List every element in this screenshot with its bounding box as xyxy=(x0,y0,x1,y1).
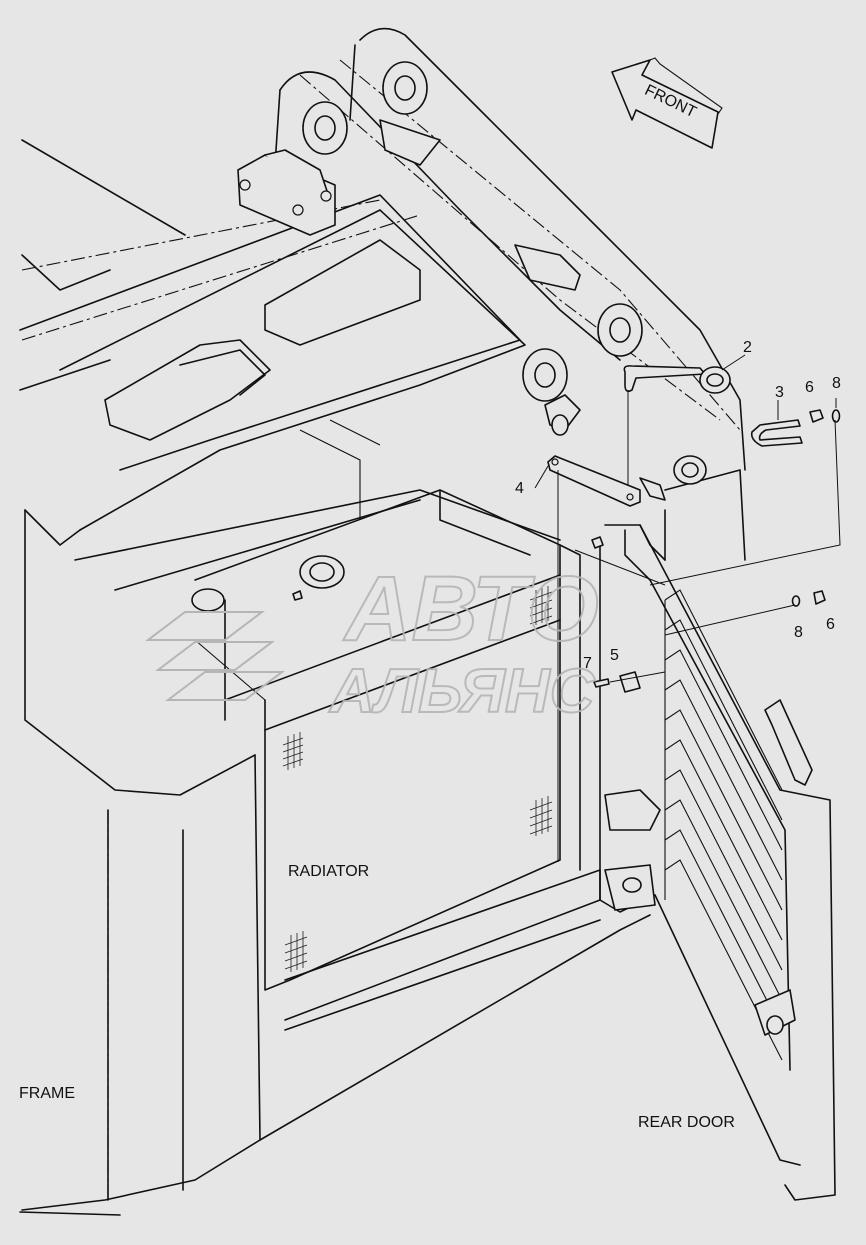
callout-8-mid: 8 xyxy=(794,624,803,641)
main-frame xyxy=(19,139,561,1216)
rear-door-label: REAR DOOR xyxy=(638,1114,735,1131)
watermark-logo xyxy=(145,611,285,701)
front-direction-arrow: FRONT xyxy=(611,57,723,149)
callout-numbers: 2 3 6 8 4 8 6 7 5 xyxy=(515,339,841,672)
radiator-core-hatch-3 xyxy=(529,796,553,836)
callout-7: 7 xyxy=(583,655,592,672)
part-6-nut-mid xyxy=(813,590,826,605)
radiator-core-hatch-4 xyxy=(284,931,308,972)
callout-5: 5 xyxy=(610,647,619,664)
callout-3: 3 xyxy=(775,384,784,401)
boom-arm xyxy=(237,27,746,561)
part-4-bracket xyxy=(534,455,666,862)
callout-4: 4 xyxy=(515,480,524,497)
callout-6-mid: 6 xyxy=(826,616,835,633)
part-3-u-bolt xyxy=(750,400,803,447)
rear-door: REAR DOOR xyxy=(599,524,836,1201)
rear-door-grille xyxy=(664,589,783,1061)
part-5-clip xyxy=(609,671,666,693)
part-2-stay-rod xyxy=(623,354,746,495)
part-6-nut-top xyxy=(809,409,824,423)
part-8-washer-mid xyxy=(791,595,801,607)
radiator: RADIATOR xyxy=(191,489,651,1141)
watermark-line2: АЛЬЯНС xyxy=(328,657,596,726)
radiator-core-hatch-1 xyxy=(282,732,304,770)
frame-label: FRAME xyxy=(19,1085,75,1102)
callout-8-top: 8 xyxy=(832,375,841,392)
radiator-label: RADIATOR xyxy=(288,863,369,880)
radiator-core-hatch-2 xyxy=(529,586,553,625)
part-8-washer-top xyxy=(831,398,841,423)
callout-2: 2 xyxy=(743,339,752,356)
watermark-line1: АВТО xyxy=(343,558,599,660)
watermark: АВТО АЛЬЯНС xyxy=(145,557,600,727)
callout-6-top: 6 xyxy=(805,379,814,396)
part-7-screw xyxy=(593,678,610,688)
